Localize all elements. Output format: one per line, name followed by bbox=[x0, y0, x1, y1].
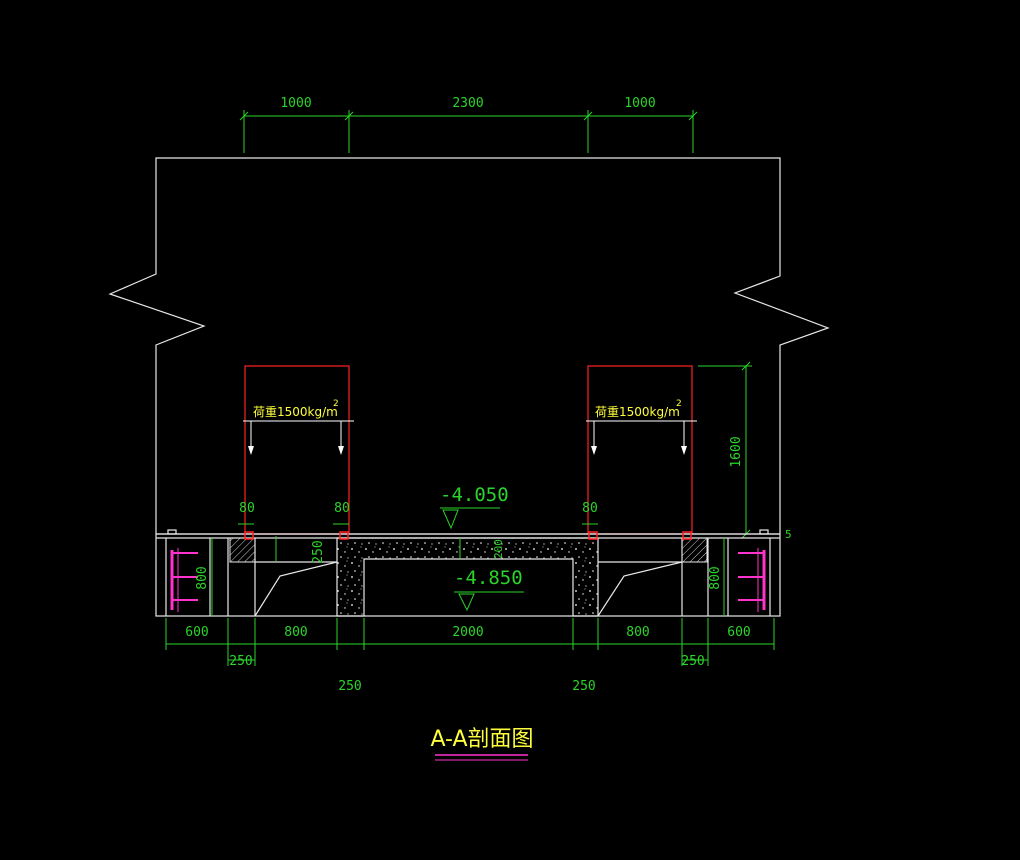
edge-dims: 80 80 80 bbox=[238, 501, 598, 525]
bottom-dim-250-c: 250 bbox=[338, 679, 361, 694]
bottom-dim-250-a: 250 bbox=[229, 654, 252, 669]
drawing-title: A-A剖面图 bbox=[430, 727, 534, 761]
edge-dim-1: 80 bbox=[239, 501, 255, 516]
slab-dim-250: 250 bbox=[311, 540, 326, 563]
level-bottom-label: -4.850 bbox=[454, 567, 523, 589]
load-height-label: 1600 bbox=[729, 436, 744, 467]
load-height-dimension: 1600 bbox=[698, 361, 752, 539]
bottom-dim-250-d: 250 bbox=[572, 679, 595, 694]
slab-dim-200: 200 bbox=[492, 539, 505, 559]
bottom-dim-600-right: 600 bbox=[727, 625, 750, 640]
load-label-right: 荷重1500kg/m bbox=[595, 405, 680, 419]
side-mark: 5 bbox=[785, 528, 792, 541]
load-sup-left: 2 bbox=[333, 399, 339, 409]
top-dimension-chain: 1000 2300 1000 bbox=[239, 96, 698, 153]
top-dim-left: 1000 bbox=[280, 96, 311, 111]
bottom-dim-800-left: 800 bbox=[284, 625, 307, 640]
edge-dim-3: 80 bbox=[582, 501, 598, 516]
bottom-dimension-chain: 600 800 2000 800 600 250 250 250 250 bbox=[165, 618, 775, 694]
slab-section bbox=[155, 529, 781, 617]
slab-dim-800-right: 800 bbox=[708, 566, 723, 589]
building-outline bbox=[108, 157, 830, 534]
bottom-dim-2000: 2000 bbox=[452, 625, 483, 640]
bottom-dim-800-right: 800 bbox=[626, 625, 649, 640]
slab-dim-800-left: 800 bbox=[195, 566, 210, 589]
slab-dims: 250 800 800 200 5 bbox=[195, 528, 792, 616]
top-dim-middle: 2300 bbox=[452, 96, 483, 111]
drawing-title-text: A-A剖面图 bbox=[430, 727, 533, 752]
level-marker-bottom: -4.850 bbox=[454, 567, 524, 612]
bottom-dim-600-left: 600 bbox=[185, 625, 208, 640]
load-sup-right: 2 bbox=[676, 399, 682, 409]
load-box-right: 荷重1500kg/m 2 bbox=[586, 365, 697, 535]
level-marker-top: -4.050 bbox=[440, 484, 509, 530]
pile-left bbox=[170, 548, 198, 612]
load-label-left: 荷重1500kg/m bbox=[253, 405, 338, 419]
edge-dim-2: 80 bbox=[334, 501, 350, 516]
pile-right bbox=[738, 548, 766, 612]
top-dim-right: 1000 bbox=[624, 96, 655, 111]
level-top-label: -4.050 bbox=[440, 484, 509, 506]
bottom-dim-250-b: 250 bbox=[681, 654, 704, 669]
